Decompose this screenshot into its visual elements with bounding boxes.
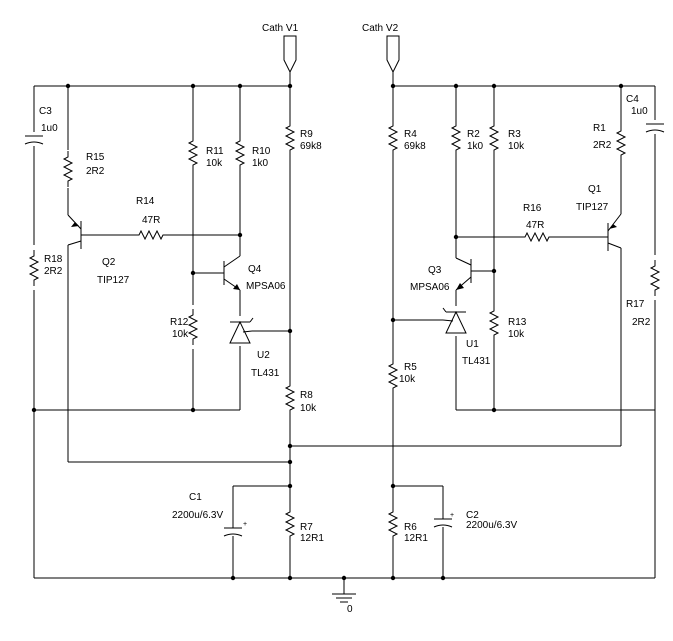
r11-value: 10k [206, 158, 223, 169]
r18-ref: R18 [44, 254, 63, 265]
r13-ref: R13 [508, 317, 527, 328]
c1-value: 2200u/6.3V [172, 510, 223, 521]
r6-value: 12R1 [404, 533, 428, 544]
resistor-r16: R16 47R [518, 203, 556, 242]
r17-ref: R17 [626, 299, 645, 310]
r4-value: 69k8 [404, 141, 426, 152]
r11-ref: R11 [206, 146, 224, 157]
r16-ref: R16 [523, 203, 542, 214]
c4-ref: C4 [626, 94, 639, 105]
r5-value: 10k [399, 374, 416, 385]
r16-value: 47R [526, 220, 544, 231]
r14-value: 47R [142, 215, 160, 226]
port-cath-v1-label: Cath V1 [262, 23, 299, 34]
r15-ref: R15 [86, 152, 105, 163]
c2-value: 2200u/6.3V [466, 520, 517, 531]
r12-ref: R12 [170, 317, 189, 328]
r8-value: 10k [300, 403, 317, 414]
port-cath-v1: Cath V1 [262, 23, 299, 74]
capacitor-c1: + C1 2200u/6.3V [172, 492, 247, 537]
r10-value: 1k0 [252, 158, 269, 169]
q2-ref: Q2 [102, 257, 116, 268]
transistor-q3: Q3 MPSA06 [410, 257, 472, 293]
port-cath-v2: Cath V2 [362, 23, 400, 74]
c4-value: 1u0 [631, 106, 648, 117]
r4-ref: R4 [404, 129, 417, 140]
r15-value: 2R2 [86, 166, 105, 177]
r18-value: 2R2 [44, 266, 63, 277]
q3-ref: Q3 [428, 265, 442, 276]
wires [33, 72, 656, 594]
regulator-u1: U1 TL431 [442, 307, 491, 367]
r9-ref: R9 [300, 129, 313, 140]
resistor-r1: R1 2R2 [593, 123, 626, 162]
r9-value: 69k8 [300, 141, 322, 152]
junction-dots [31, 83, 624, 581]
resistor-r15: R15 2R2 [63, 150, 105, 188]
c1-ref: C1 [189, 492, 202, 503]
resistor-r4: R4 69k8 [388, 119, 426, 157]
r17-value: 2R2 [632, 317, 651, 328]
c3-ref: C3 [39, 106, 52, 117]
r12-value: 10k [172, 329, 189, 340]
resistor-r18: R18 2R2 [29, 249, 63, 287]
resistor-r10: R10 1k0 [235, 134, 271, 172]
q1-ref: Q1 [588, 184, 602, 195]
c2-ref: C2 [466, 510, 479, 521]
resistor-r11: R11 10k [188, 134, 224, 172]
port-cath-v2-label: Cath V2 [362, 23, 399, 34]
resistor-r2: R2 1k0 [451, 119, 484, 157]
r7-value: 12R1 [300, 533, 324, 544]
r3-ref: R3 [508, 129, 521, 140]
regulator-u2: U2 TL431 [229, 317, 280, 379]
transistor-q1: Q1 TIP127 [576, 184, 622, 251]
resistor-r12: R12 10k [170, 308, 198, 346]
r14-ref: R14 [136, 196, 155, 207]
svg-text:+: + [450, 512, 454, 519]
u2-ref: U2 [257, 350, 270, 361]
r10-ref: R10 [252, 146, 271, 157]
capacitor-c3: C3 1u0 [24, 106, 58, 145]
r2-value: 1k0 [467, 141, 484, 152]
resistor-r9: R9 69k8 [285, 119, 322, 157]
u1-ref: U1 [466, 339, 479, 350]
q4-value: MPSA06 [246, 281, 286, 292]
transistor-q2: Q2 TIP127 [67, 214, 130, 286]
resistor-r5: R5 10k [388, 357, 417, 395]
r5-ref: R5 [404, 362, 417, 373]
r2-ref: R2 [467, 129, 480, 140]
capacitor-c4: C4 1u0 [626, 94, 665, 133]
r7-ref: R7 [300, 522, 313, 533]
u1-value: TL431 [462, 356, 491, 367]
q2-value: TIP127 [97, 275, 130, 286]
ground-label: 0 [347, 604, 353, 615]
r6-ref: R6 [404, 522, 417, 533]
c3-value: 1u0 [41, 123, 58, 134]
r3-value: 10k [508, 141, 525, 152]
resistor-r3: R3 10k [489, 119, 525, 157]
capacitor-c2: + C2 2200u/6.3V [433, 510, 517, 531]
resistor-r17: R17 2R2 [626, 259, 660, 328]
transistor-q4: Q4 MPSA06 [223, 255, 286, 292]
r1-value: 2R2 [593, 140, 612, 151]
r13-value: 10k [508, 329, 525, 340]
svg-text:+: + [243, 521, 247, 528]
q3-value: MPSA06 [410, 282, 450, 293]
q1-value: TIP127 [576, 202, 609, 213]
ground-symbol: 0 [332, 593, 356, 615]
resistor-r8: R8 10k [285, 379, 317, 417]
resistor-r13: R13 10k [489, 304, 527, 342]
r1-ref: R1 [593, 123, 606, 134]
q4-ref: Q4 [248, 264, 262, 275]
resistor-r14: R14 47R [132, 196, 170, 240]
resistor-r6: R6 12R1 [388, 505, 428, 544]
resistor-r7: R7 12R1 [285, 505, 324, 544]
r8-ref: R8 [300, 390, 313, 401]
u2-value: TL431 [251, 368, 280, 379]
